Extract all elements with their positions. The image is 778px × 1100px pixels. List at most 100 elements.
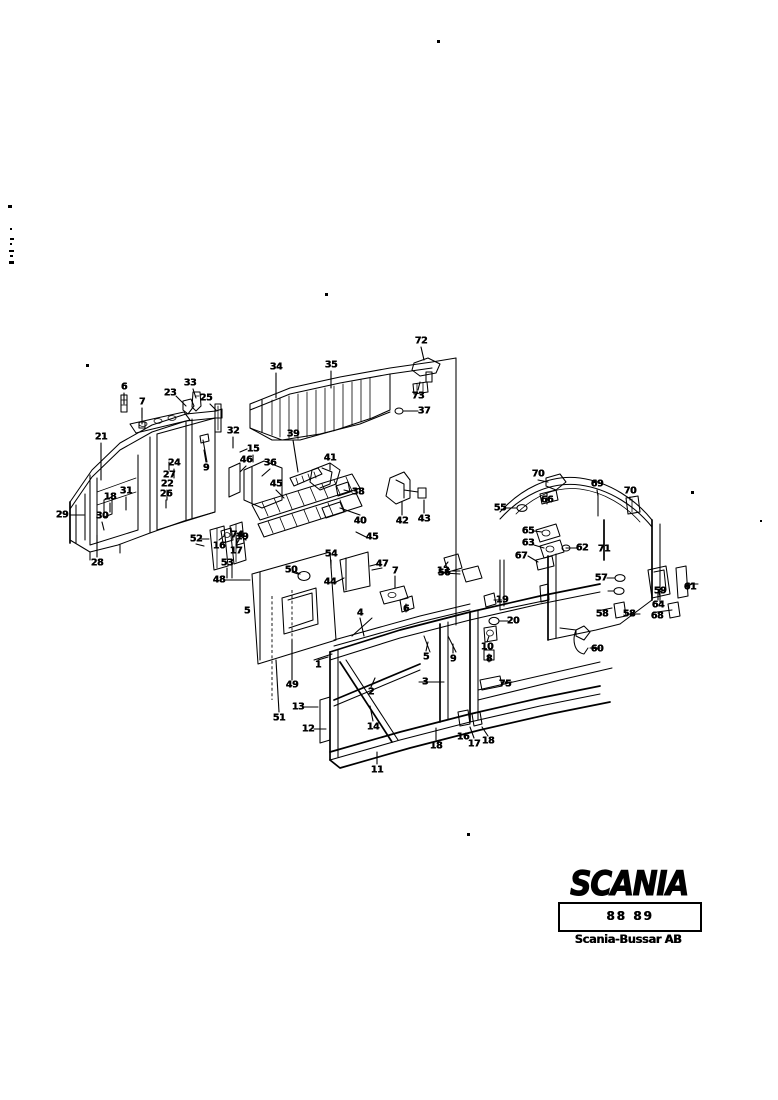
callout-17: 17 [229, 545, 243, 557]
callout-50: 50 [284, 564, 298, 576]
callout-20: 20 [506, 615, 520, 627]
callout-40: 40 [353, 515, 367, 527]
callout-39: 39 [286, 428, 300, 440]
callout-26: 26 [159, 488, 173, 500]
manufacturer-name: Scania-Bussar AB [574, 932, 682, 946]
left-frame-group [70, 409, 222, 560]
callout-6: 6 [402, 603, 410, 615]
callout-49: 49 [285, 679, 299, 691]
callout-13b: 13 [436, 565, 450, 577]
scan-speck [760, 520, 762, 522]
callout-51: 51 [272, 712, 286, 724]
callout-45: 45 [365, 531, 379, 543]
callout-70: 70 [531, 468, 545, 480]
callout-23: 23 [163, 387, 177, 399]
scan-speck [10, 243, 12, 245]
callout-54: 54 [324, 548, 338, 560]
callout-35: 35 [324, 359, 338, 371]
callout-58b: 58 [622, 608, 636, 620]
scan-speck [86, 364, 89, 367]
callout-68: 68 [650, 610, 664, 622]
right-rear-frame [452, 474, 698, 654]
callout-4: 4 [356, 607, 364, 619]
scan-speck [325, 293, 328, 296]
callout-7: 7 [391, 565, 399, 577]
callout-46: 46 [239, 454, 253, 466]
scan-speck [10, 238, 14, 240]
callout-37: 37 [417, 405, 431, 417]
callout-16: 16 [212, 540, 226, 552]
callout-63: 63 [521, 537, 535, 549]
callout-75: 75 [498, 678, 512, 690]
callout-19b: 19 [235, 531, 249, 543]
scan-speck [8, 205, 12, 208]
callout-67: 67 [514, 550, 528, 562]
callout-9: 9 [449, 653, 457, 665]
callout-73: 73 [411, 390, 425, 402]
callout-74: 74 [230, 529, 244, 541]
callout-7b: 7 [138, 396, 146, 408]
callout-9b: 9 [202, 462, 210, 474]
plate-number: 88 89 [606, 909, 654, 923]
callout-1: 1 [314, 659, 322, 671]
callout-15: 15 [246, 443, 260, 455]
callout-64: 64 [651, 599, 665, 611]
callout-3: 3 [421, 676, 429, 688]
callout-42: 42 [395, 515, 409, 527]
scania-wordmark: SCANIA [570, 864, 690, 905]
callout-5: 5 [422, 651, 430, 663]
callout-8: 8 [485, 653, 493, 665]
chassis-hardware [380, 554, 512, 726]
callout-18: 18 [429, 740, 443, 752]
scan-speck [9, 261, 14, 264]
callout-18b: 18 [103, 491, 117, 503]
callout-10: 10 [480, 641, 494, 653]
callout-34: 34 [269, 361, 283, 373]
callout-72: 72 [414, 335, 428, 347]
scan-speck [9, 250, 14, 252]
callout-44: 44 [323, 576, 337, 588]
callout-62: 62 [575, 542, 589, 554]
callout-57: 57 [594, 572, 608, 584]
callout-59: 59 [653, 585, 667, 597]
scan-speck [691, 491, 694, 494]
callout-33: 33 [183, 377, 197, 389]
callout-18c: 18 [481, 735, 495, 747]
callout-38: 38 [351, 486, 365, 498]
leader-lines [70, 347, 692, 764]
callout-36: 36 [263, 457, 277, 469]
callout-41: 41 [323, 452, 337, 464]
callout-52: 52 [189, 533, 203, 545]
parts-44-47 [340, 552, 378, 592]
callout-21: 21 [94, 431, 108, 443]
callout-25: 25 [199, 392, 213, 404]
scan-speck [437, 40, 440, 43]
callout-53: 53 [220, 557, 234, 569]
callout-60: 60 [590, 643, 604, 655]
scania-logo-block: SCANIA 88 89 Scania-Bussar AB [558, 864, 702, 958]
plate-number-box: 88 89 [558, 902, 702, 932]
callout-17b: 17 [467, 738, 481, 750]
mid-grille-group [229, 461, 426, 537]
callout-58: 58 [595, 608, 609, 620]
callout-12: 12 [301, 723, 315, 735]
callout-69: 69 [590, 478, 604, 490]
left-small-parts [121, 392, 221, 433]
callout-6b: 6 [120, 381, 128, 393]
callout-14: 14 [366, 721, 380, 733]
callout-30: 30 [95, 510, 109, 522]
scan-speck [467, 833, 470, 836]
callout-43: 43 [417, 513, 431, 525]
callout-71: 71 [597, 543, 611, 555]
side-door-panel [252, 552, 336, 700]
callout-29: 29 [55, 509, 69, 521]
callout-31: 31 [119, 485, 133, 497]
scan-speck [10, 228, 12, 230]
callout-13: 13 [291, 701, 305, 713]
callout-19: 19 [495, 594, 509, 606]
callout-22: 22 [160, 478, 174, 490]
callout-11: 11 [370, 764, 384, 776]
callout-65: 65 [521, 525, 535, 537]
